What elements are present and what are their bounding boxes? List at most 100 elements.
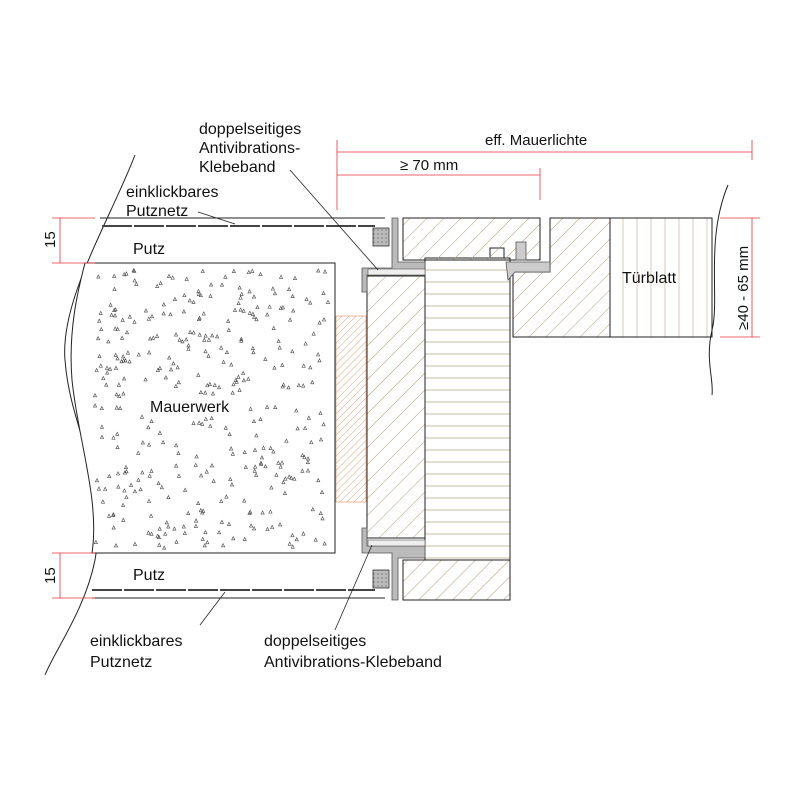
- aggregate-dot: [188, 329, 193, 334]
- aggregate-dot: [308, 365, 313, 370]
- aggregate-dot: [303, 341, 308, 346]
- aggregate-dot: [121, 517, 126, 522]
- aggregate-dot: [316, 268, 321, 273]
- aggregate-dot: [247, 310, 252, 315]
- label-tape-top-3: Klebeband: [199, 159, 276, 176]
- aggregate-dot: [231, 535, 236, 541]
- aggregate-dot: [161, 302, 166, 307]
- aggregate-dot: [276, 460, 281, 465]
- aggregate-dot: [206, 353, 211, 358]
- aggregate-dot: [268, 445, 273, 450]
- aggregate-dot: [162, 545, 167, 550]
- aggregate-dot: [219, 345, 224, 350]
- aggregate-dot: [168, 312, 173, 317]
- aggregate-dot: [258, 271, 263, 276]
- aggregate-dot: [239, 291, 244, 296]
- aggregate-dot: [177, 337, 182, 342]
- aggregate-dot: [278, 464, 283, 469]
- aggregate-dot: [219, 282, 225, 287]
- aggregate-dot: [122, 470, 127, 475]
- aggregate-dot: [291, 308, 296, 313]
- aggregate-dot: [296, 382, 301, 388]
- aggregate-dot: [217, 384, 222, 390]
- aggregate-dot: [270, 286, 276, 291]
- aggregate-dot: [180, 339, 185, 344]
- aggregate-dot: [98, 310, 103, 315]
- label-putznetz-top-2: Putznetz: [126, 203, 188, 220]
- aggregate-dot: [301, 383, 306, 388]
- aggregate-dot: [173, 332, 179, 337]
- aggregate-dot: [246, 269, 251, 275]
- aggregate-dot: [318, 437, 324, 442]
- aggregate-dot: [233, 377, 238, 382]
- aggregate-dot: [182, 530, 187, 535]
- aggregate-dot: [224, 349, 230, 355]
- aggregate-dot: [173, 383, 178, 388]
- aggregate-dot: [186, 510, 191, 515]
- aggregate-dot: [229, 482, 235, 487]
- aggregate-dot: [311, 331, 316, 336]
- aggregate-dot: [251, 294, 257, 299]
- aggregate-dot: [203, 416, 208, 421]
- aggregate-dot: [107, 366, 113, 371]
- bottom-adhesive-tape: [367, 539, 426, 547]
- aggregate-dot: [317, 358, 322, 363]
- aggregate-dot: [111, 512, 116, 517]
- aggregate-dot: [176, 450, 181, 455]
- aggregate-dot: [292, 275, 298, 280]
- aggregate-dot: [288, 317, 293, 322]
- aggregate-dot: [115, 326, 120, 331]
- aggregate-dot: [212, 382, 217, 387]
- aggregate-dot: [149, 468, 154, 473]
- aggregate-dot: [105, 370, 110, 375]
- aggregate-dot: [103, 486, 108, 491]
- aggregate-dot: [200, 421, 205, 426]
- aggregate-dot: [202, 543, 207, 548]
- aggregate-dot: [279, 460, 285, 465]
- aggregate-dot: [254, 433, 259, 438]
- aggregate-dot: [205, 539, 210, 545]
- aggregate-dot: [149, 531, 154, 536]
- aggregate-dot: [158, 280, 163, 285]
- aggregate-dot: [109, 312, 114, 317]
- dim-70mm: ≥ 70 mm: [400, 157, 458, 174]
- aggregate-dot: [321, 422, 326, 427]
- label-putz-bottom: Putz: [133, 567, 165, 584]
- aggregate-dot: [143, 308, 149, 313]
- aggregate-dot: [241, 377, 246, 383]
- aggregate-dot: [124, 468, 129, 474]
- aggregate-dot: [255, 304, 260, 310]
- aggregate-dot: [198, 473, 204, 478]
- aggregate-dot: [239, 338, 244, 343]
- aggregate-dot: [258, 460, 263, 465]
- aggregate-dot: [261, 445, 266, 450]
- aggregate-dot: [230, 390, 235, 395]
- aggregate-dot: [232, 307, 238, 312]
- aggregate-dot: [226, 318, 231, 323]
- aggregate-dot: [278, 274, 284, 279]
- aggregate-dot: [210, 333, 215, 338]
- aggregate-dot: [321, 317, 327, 322]
- aggregate-dot: [229, 362, 234, 367]
- aggregate-dot: [247, 289, 252, 294]
- aggregate-dot: [146, 530, 151, 535]
- aggregate-dot: [119, 358, 124, 364]
- aggregate-dot: [277, 522, 283, 527]
- dim-putz-bottom: 15: [42, 567, 59, 584]
- aggregate-dot: [201, 508, 206, 513]
- aggregate-dot: [227, 431, 232, 436]
- aggregate-dot: [309, 439, 314, 445]
- aggregate-dot: [231, 381, 236, 387]
- aggregate-dot: [221, 359, 226, 364]
- aggregate-dot: [182, 292, 187, 298]
- aggregate-dot: [248, 406, 253, 411]
- aggregate-dot: [287, 541, 292, 546]
- aggregate-dot: [251, 349, 256, 355]
- aggregate-dot: [100, 499, 106, 504]
- aggregate-dot: [250, 345, 255, 350]
- aggregate-dot: [127, 314, 132, 319]
- aggregate-dot: [132, 268, 137, 273]
- aggregate-dot: [197, 420, 202, 425]
- aggregate-dot: [94, 477, 100, 483]
- aggregate-dot: [316, 477, 321, 483]
